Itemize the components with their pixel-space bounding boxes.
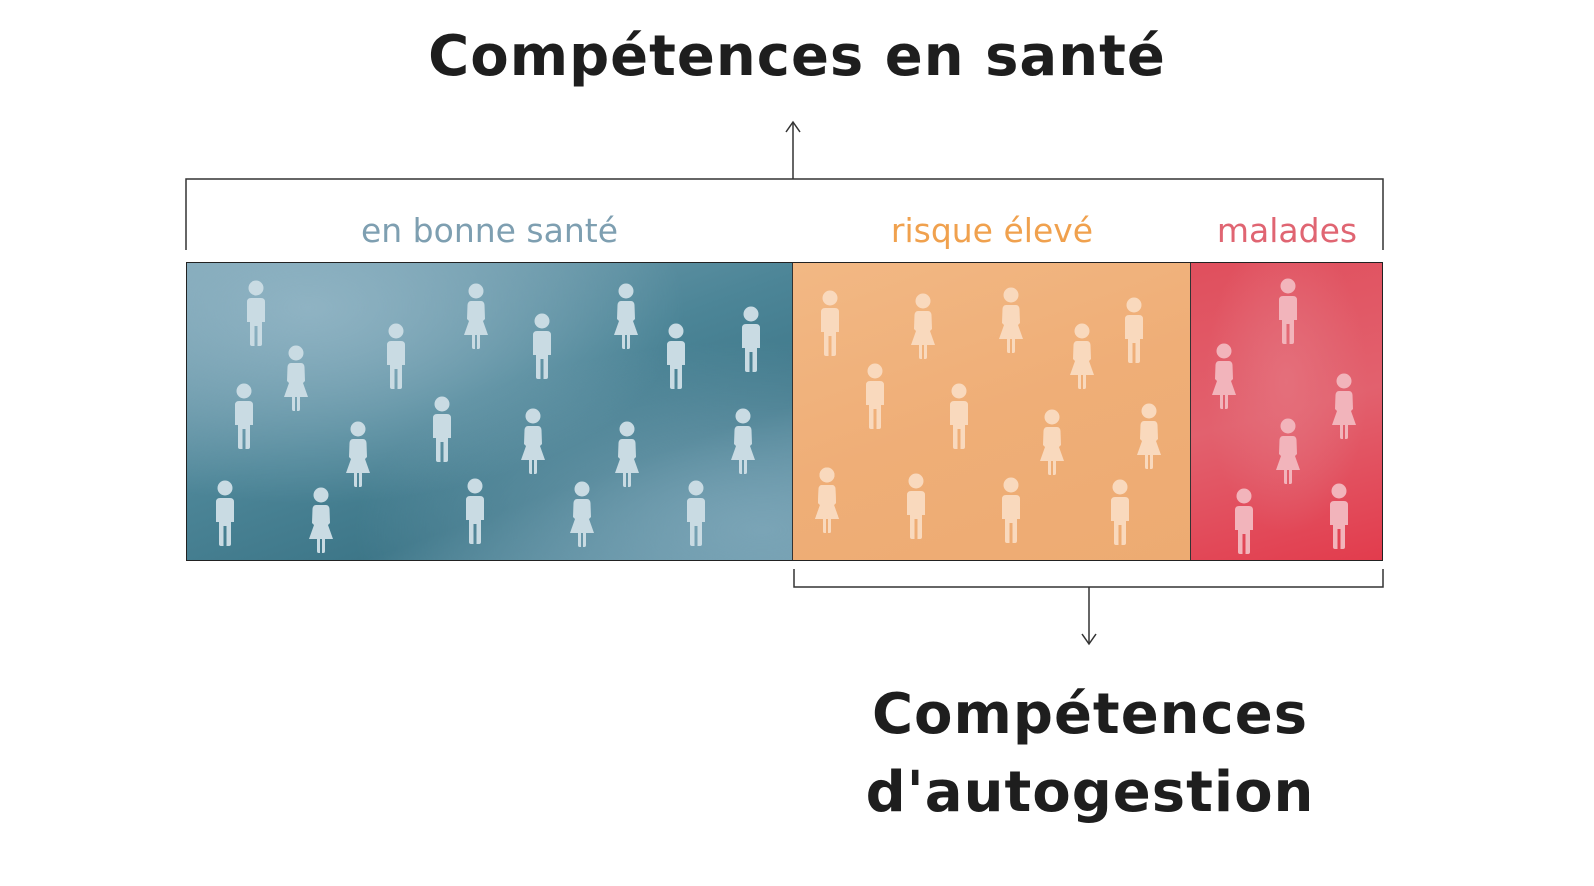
segment-sick [1190,263,1382,560]
segment-label-healthy: en bonne santé [360,211,619,250]
person-man-icon [428,396,456,468]
person-woman-icon [519,408,547,480]
person-man-icon [230,383,258,455]
person-man-icon [382,323,410,395]
person-man-icon [1230,488,1258,560]
person-woman-icon [462,283,490,355]
person-man-icon [1106,479,1134,551]
top-arrow-head [785,120,801,133]
person-man-icon [997,477,1025,549]
person-woman-icon [282,345,310,417]
person-woman-icon [1038,409,1066,481]
person-man-icon [211,480,239,552]
person-man-icon [945,383,973,455]
person-woman-icon [1210,343,1238,415]
person-woman-icon [612,283,640,355]
person-woman-icon [909,293,937,365]
person-woman-icon [1135,403,1163,475]
person-man-icon [528,313,556,385]
bottom-title-line2: d'autogestion [865,760,1315,825]
person-man-icon [1325,483,1353,555]
person-woman-icon [729,408,757,480]
person-woman-icon [344,421,372,493]
person-man-icon [461,478,489,550]
population-band [186,262,1383,561]
person-man-icon [737,306,765,378]
person-woman-icon [1068,323,1096,395]
person-man-icon [242,280,270,352]
top-bracket-line [185,178,1384,250]
person-man-icon [1274,278,1302,350]
segment-label-sick: malades [1216,211,1358,250]
person-woman-icon [813,467,841,539]
bottom-title-line1: Compétences [871,682,1309,747]
top-title: Compétences en santé [428,24,1166,89]
person-woman-icon [1330,373,1358,445]
segment-high-risk [792,263,1191,560]
person-man-icon [682,480,710,552]
bottom-arrow-head [1081,633,1097,646]
person-woman-icon [997,287,1025,359]
person-man-icon [1120,297,1148,369]
bottom-bracket [793,569,1384,646]
person-woman-icon [1274,418,1302,490]
person-man-icon [861,363,889,435]
person-woman-icon [568,481,596,553]
segment-label-high-risk: risque élevé [890,211,1094,250]
person-woman-icon [307,487,335,559]
top-bracket [185,120,1384,250]
bottom-title: Compétences d'autogestion [810,676,1370,832]
segment-healthy [187,263,793,560]
person-man-icon [816,290,844,362]
bottom-bracket-line [793,569,1384,588]
person-man-icon [902,473,930,545]
person-woman-icon [613,421,641,493]
person-man-icon [662,323,690,395]
